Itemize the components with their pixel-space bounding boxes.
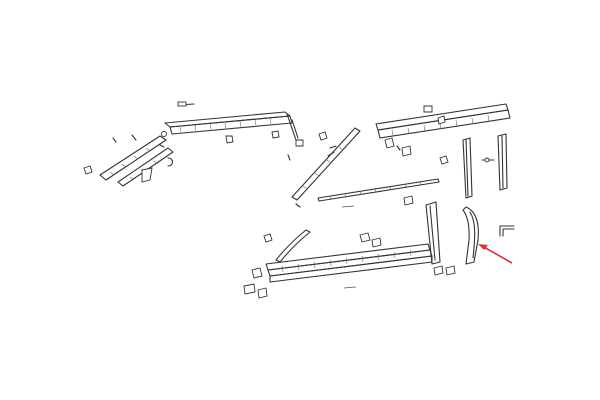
right-roof-rail-assembly xyxy=(375,103,511,199)
red-pointer-arrow xyxy=(478,244,513,264)
right-bracket xyxy=(499,225,515,237)
middle-window-channel-assembly xyxy=(271,127,440,208)
rear-door-window-seal[interactable] xyxy=(462,206,479,265)
lower-door-sill-assembly xyxy=(243,195,456,299)
left-roof-trim-assembly xyxy=(83,101,301,187)
